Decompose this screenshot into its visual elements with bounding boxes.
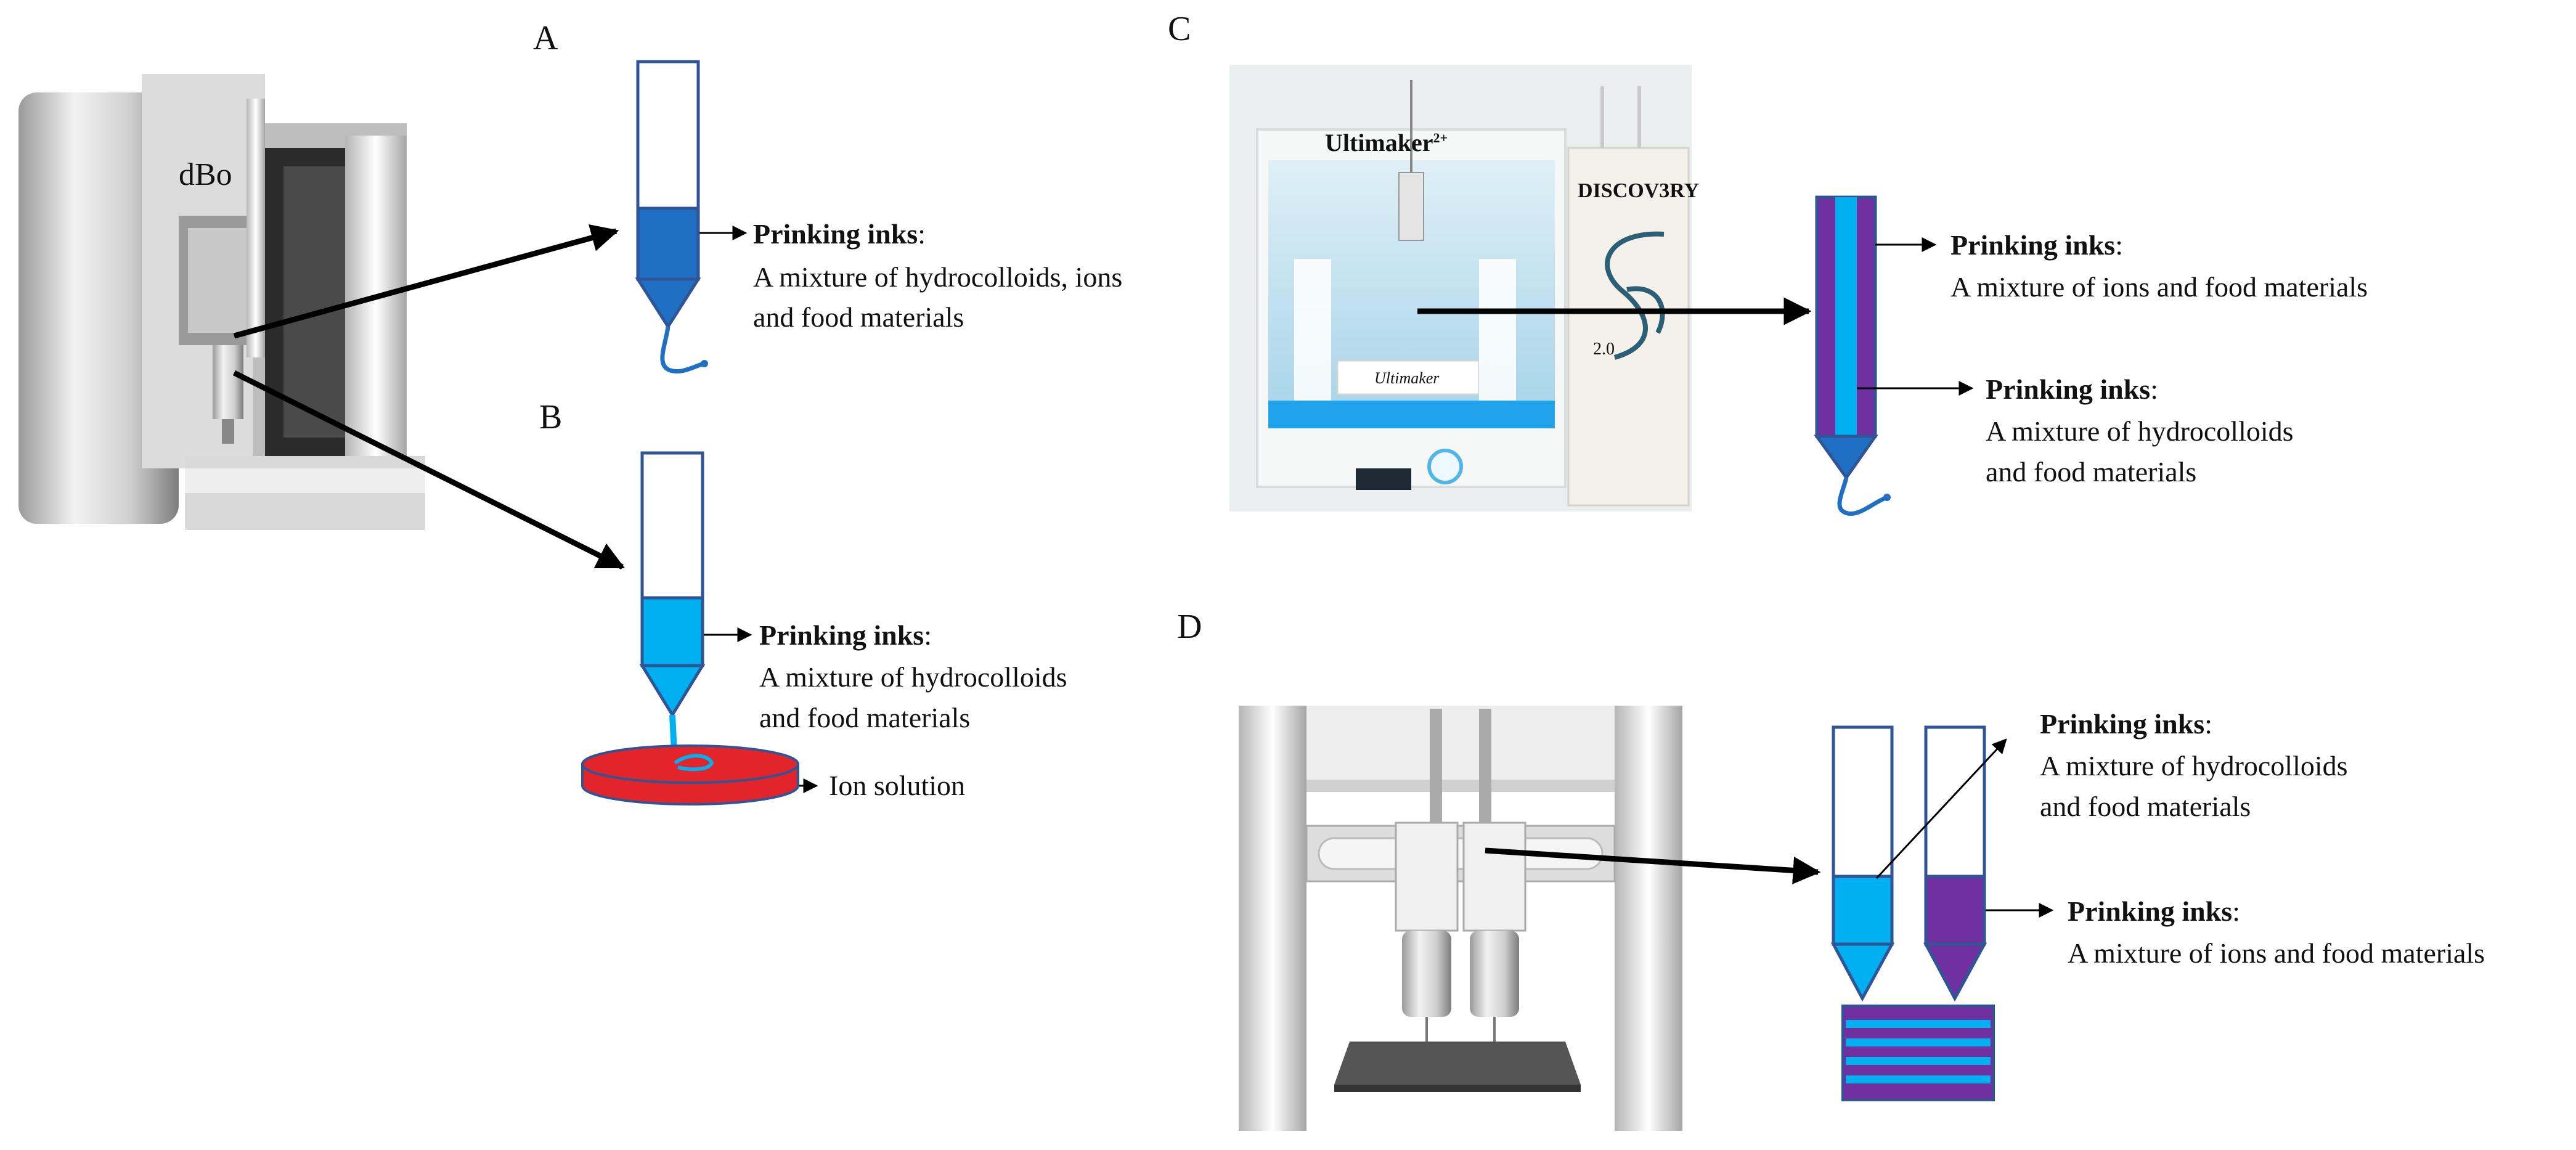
panel-d-ink1-line1: A mixture of hydrocolloids: [2040, 750, 2348, 781]
panel-d-syringe-purple: [1923, 725, 1987, 1002]
panel-d-ink1-heading: Prinking inks:: [2040, 708, 2212, 740]
panel-d-printed-layers: [1841, 1005, 1995, 1101]
panel-b-ink-heading: Prinking inks:: [759, 619, 932, 651]
printer-a-brand-label: dBo: [179, 157, 232, 192]
panel-c-plate-brand: Ultimaker: [1374, 369, 1440, 387]
panel-a-ink-line2: and food materials: [753, 301, 964, 333]
panel-a-letter: A: [533, 19, 558, 57]
panel-c-ink2-heading: Prinking inks:: [1986, 373, 2158, 405]
panel-d-syringe-light-blue: [1830, 725, 1895, 1002]
panel-c-box-brand: DISCOV3RY: [1578, 179, 1699, 202]
panel-b-ion-bath: [581, 744, 799, 805]
panel-d-printer-illustration: [1239, 706, 1682, 1131]
printer-a-illustration: dBo: [18, 74, 425, 530]
arrow-printer-d-to-syringes: [1485, 847, 1821, 884]
panel-c-ink1-line1: A mixture of ions and food materials: [1950, 271, 2368, 303]
panel-b-bath-label: Ion solution: [829, 770, 965, 801]
panel-c-printer-photo: Ultimaker Ultimaker2+ DISCOV3RY 2.0: [1229, 65, 1699, 512]
panel-d-ink1-pointer: [1875, 738, 2007, 879]
panel-c-ink2-line2: and food materials: [1986, 456, 2196, 487]
panel-b-letter: B: [539, 398, 562, 436]
arrow-printer-a-to-a: [233, 224, 619, 339]
panel-d-letter: D: [1177, 608, 1202, 646]
panel-d-ink2-line1: A mixture of ions and food materials: [2068, 937, 2485, 969]
panel-c-box-version: 2.0: [1593, 340, 1615, 359]
arrow-printer-a-to-b: [232, 370, 626, 570]
panel-c-printer-brand: Ultimaker2+: [1325, 129, 1448, 157]
panel-a-ink-heading: Prinking inks:: [753, 218, 926, 250]
panel-c-coaxial-syringe: [1814, 195, 1891, 516]
panel-c-ink1-heading: Prinking inks:: [1950, 229, 2123, 261]
panel-b-syringe: [639, 451, 706, 765]
panel-a-ink-line1: A mixture of hydrocolloids, ions: [753, 261, 1122, 293]
panel-d-ink2-heading: Prinking inks:: [2068, 895, 2240, 927]
panel-c-ink2-line1: A mixture of hydrocolloids: [1986, 415, 2294, 447]
panel-d-ink1-line2: and food materials: [2040, 791, 2251, 822]
panel-b-ink-line1: A mixture of hydrocolloids: [759, 661, 1067, 693]
panel-a-syringe: [635, 60, 708, 374]
panel-c-letter: C: [1168, 10, 1191, 48]
panel-b-ink-line2: and food materials: [759, 702, 970, 733]
